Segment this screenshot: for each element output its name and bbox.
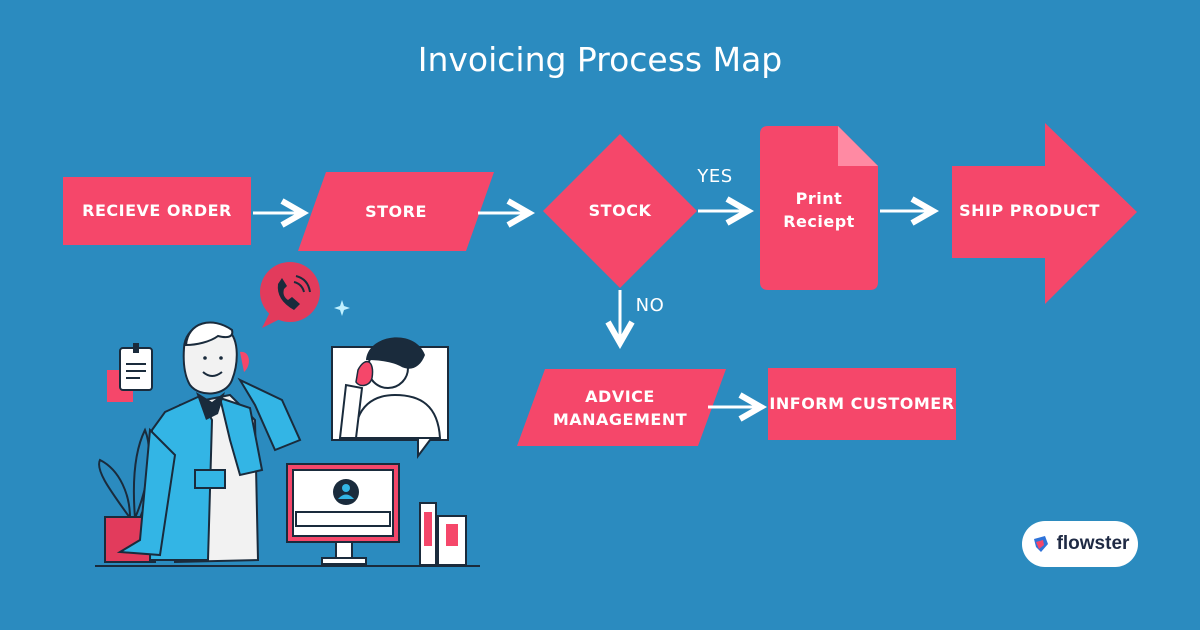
node-stock-label: STOCK — [588, 201, 652, 221]
edge-label-yes: YES — [697, 165, 733, 187]
node-ship-product-label: SHIP PRODUCT — [959, 201, 1100, 221]
binders — [419, 502, 467, 566]
person-on-phone — [116, 321, 302, 564]
edge-label-no: NO — [635, 294, 665, 316]
user-profile-icon — [333, 479, 359, 505]
node-receive-order-label: RECIEVE ORDER — [82, 201, 232, 221]
phone-call-icon — [260, 262, 320, 328]
node-print-receipt-document-shape — [760, 126, 878, 290]
node-ship-product-arrow-shape — [952, 123, 1137, 304]
illustration — [95, 262, 480, 567]
id-badge-icon — [107, 343, 153, 402]
node-store-shape — [298, 172, 494, 251]
node-advice-management-shape — [517, 369, 726, 446]
node-inform-customer-shape — [768, 368, 956, 440]
computer-monitor — [286, 463, 400, 565]
node-inform-customer-label: INFORM CUSTOMER — [769, 394, 955, 414]
page-title: Invoicing Process Map — [417, 40, 783, 79]
node-print-receipt-label: Print Reciept — [783, 188, 855, 231]
flowster-logo-icon — [1033, 536, 1048, 552]
node-receive-order-shape — [63, 177, 251, 245]
node-advice-management-label: ADVICE MANAGEMENT — [552, 386, 688, 429]
caller-window — [331, 337, 449, 459]
brand-name: flowster — [1056, 533, 1130, 554]
brand-badge: flowster — [1022, 521, 1138, 567]
node-stock-decision-shape — [543, 134, 697, 288]
sparkle-icon — [334, 300, 350, 316]
node-store-label: STORE — [365, 201, 427, 221]
document-fold-corner — [838, 126, 878, 166]
